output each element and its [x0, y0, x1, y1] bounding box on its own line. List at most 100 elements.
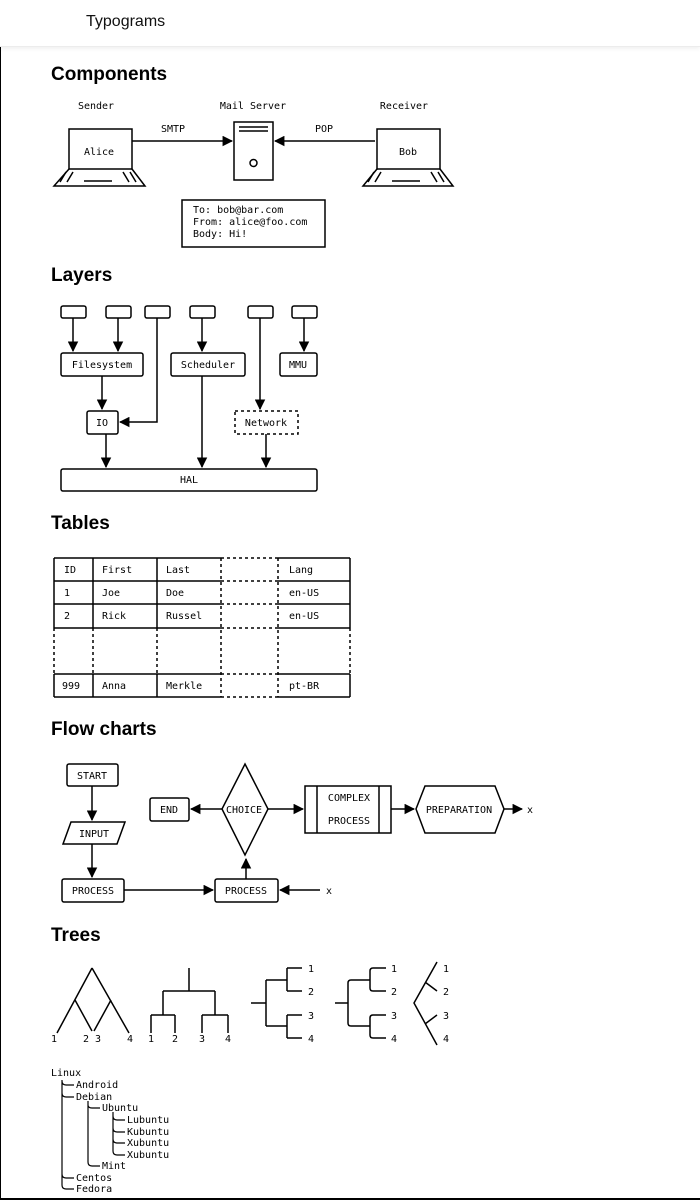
mail-line-from: From: alice@foo.com: [193, 217, 307, 228]
tree3-leaf-4: 4: [308, 1034, 314, 1045]
tree5-leaf-1: 1: [443, 964, 449, 975]
linux-android: Android: [76, 1080, 118, 1091]
col-header-id: ID: [64, 565, 76, 576]
tree1-leaf-2: 2: [83, 1034, 89, 1045]
linux-lubuntu: Lubuntu: [127, 1115, 169, 1126]
tree4-leaf-1: 1: [391, 964, 397, 975]
alice-label: Alice: [84, 147, 114, 158]
preparation-label: PREPARATION: [426, 805, 492, 816]
cell-r2-first: Rick: [102, 611, 126, 622]
input-slot-2: [105, 305, 132, 319]
tree1-lines: [56, 967, 130, 1034]
tree4-lines: [335, 967, 386, 1039]
tree4-leaf-4: 4: [391, 1034, 397, 1045]
tree2-lines: [150, 968, 229, 1033]
network-box: [234, 410, 299, 435]
hal-label: HAL: [180, 475, 198, 486]
input-slot-1: [60, 305, 87, 319]
complex-label-2: PROCESS: [328, 816, 370, 827]
input-parallelogram: [61, 821, 127, 845]
tree1-leaf-3: 3: [95, 1034, 101, 1045]
tree3-leaf-1: 1: [308, 964, 314, 975]
pop-label: POP: [315, 124, 333, 135]
hal-box: [60, 468, 318, 492]
input-slot-5: [247, 305, 274, 319]
choice-diamond: [221, 762, 269, 857]
tree5-leaf-4: 4: [443, 1034, 449, 1045]
server-label: Mail Server: [220, 101, 286, 112]
linux-root: Linux: [51, 1068, 81, 1079]
cell-r1-last: Doe: [166, 588, 184, 599]
section-title-flowcharts: Flow charts: [51, 719, 157, 740]
tree4-leaf-3: 3: [391, 1011, 397, 1022]
tree1-leaf-1: 1: [51, 1034, 57, 1045]
app-header: Typograms: [0, 0, 700, 47]
sender-label: Sender: [78, 101, 114, 112]
receiver-label: Receiver: [380, 101, 428, 112]
cell-r1-first: Joe: [102, 588, 120, 599]
tree3-lines: [251, 967, 302, 1039]
process1-label: PROCESS: [72, 886, 114, 897]
cell-r2-last: Russel: [166, 611, 202, 622]
tree2-leaf-1: 1: [148, 1034, 154, 1045]
input-label: INPUT: [79, 829, 109, 840]
bob-label: Bob: [399, 147, 417, 158]
flowchart-diagram: START INPUT PROCESS PROCESS END CHOICE C…: [61, 762, 533, 903]
cell-r1-id: 1: [64, 588, 70, 599]
tree2-leaf-2: 2: [172, 1034, 178, 1045]
col-header-first: First: [102, 565, 132, 576]
tree5-leaf-3: 3: [443, 1011, 449, 1022]
linux-xubuntu-2: Xubuntu: [127, 1150, 169, 1161]
tree3-leaf-2: 2: [308, 987, 314, 998]
network-label: Network: [245, 418, 287, 429]
entry-x-label: x: [326, 886, 332, 897]
bob-laptop: [361, 128, 455, 187]
section-title-tables: Tables: [51, 513, 110, 534]
tree5-lines: [413, 961, 438, 1046]
linux-kubuntu: Kubuntu: [127, 1127, 169, 1138]
input-slot-6: [291, 305, 318, 319]
tree2-leaf-4: 4: [225, 1034, 231, 1045]
col-header-last: Last: [166, 565, 190, 576]
linux-mint: Mint: [102, 1161, 126, 1172]
process2-label: PROCESS: [225, 886, 267, 897]
tree3-leaf-3: 3: [308, 1011, 314, 1022]
scheduler-label: Scheduler: [181, 360, 235, 371]
linux-tree-lines: [61, 1080, 125, 1190]
tree2-leaf-3: 3: [199, 1034, 205, 1045]
linux-ubuntu: Ubuntu: [102, 1103, 138, 1114]
scheduler-box: [170, 352, 246, 377]
cell-r3-last: Merkle: [166, 681, 202, 692]
alice-laptop: [52, 128, 147, 187]
tree5-leaf-2: 2: [443, 987, 449, 998]
complex-label-1: COMPLEX: [328, 793, 370, 804]
mail-line-body: Body: Hi!: [193, 229, 247, 240]
filesystem-label: Filesystem: [72, 360, 132, 371]
linux-centos: Centos: [76, 1173, 112, 1184]
linux-debian: Debian: [76, 1092, 112, 1103]
end-box: [149, 797, 190, 822]
cell-r1-lang: en-US: [289, 588, 319, 599]
exit-x-label: x: [527, 805, 533, 816]
tree1-leaf-4: 4: [127, 1034, 133, 1045]
linux-xubuntu-1: Xubuntu: [127, 1138, 169, 1149]
linux-fedora: Fedora: [76, 1184, 112, 1195]
section-title-components: Components: [51, 64, 168, 85]
tree4-leaf-2: 2: [391, 987, 397, 998]
col-header-lang: Lang: [289, 565, 313, 576]
cell-r2-lang: en-US: [289, 611, 319, 622]
cell-r3-lang: pt-BR: [289, 681, 320, 692]
smtp-label: SMTP: [161, 124, 185, 135]
end-label: END: [160, 805, 178, 816]
layers-diagram: Filesystem Scheduler MMU IO Network HAL: [60, 305, 318, 492]
mmu-box: [279, 352, 318, 377]
input-slot-3: [144, 305, 171, 319]
mmu-label: MMU: [289, 360, 307, 371]
app-title: Typograms: [86, 13, 166, 30]
mail-box: [181, 199, 326, 248]
choice-label: CHOICE: [226, 805, 262, 816]
cell-r2-id: 2: [64, 611, 70, 622]
trees-diagram: 1 2 3 4 1 2 3 4 1 2 3 4 1 2 3 4 1 2 3 4 …: [51, 961, 449, 1195]
preparation-hexagon: [415, 785, 505, 834]
components-diagram: Sender Mail Server Receiver Alice SMTP P…: [52, 101, 455, 248]
